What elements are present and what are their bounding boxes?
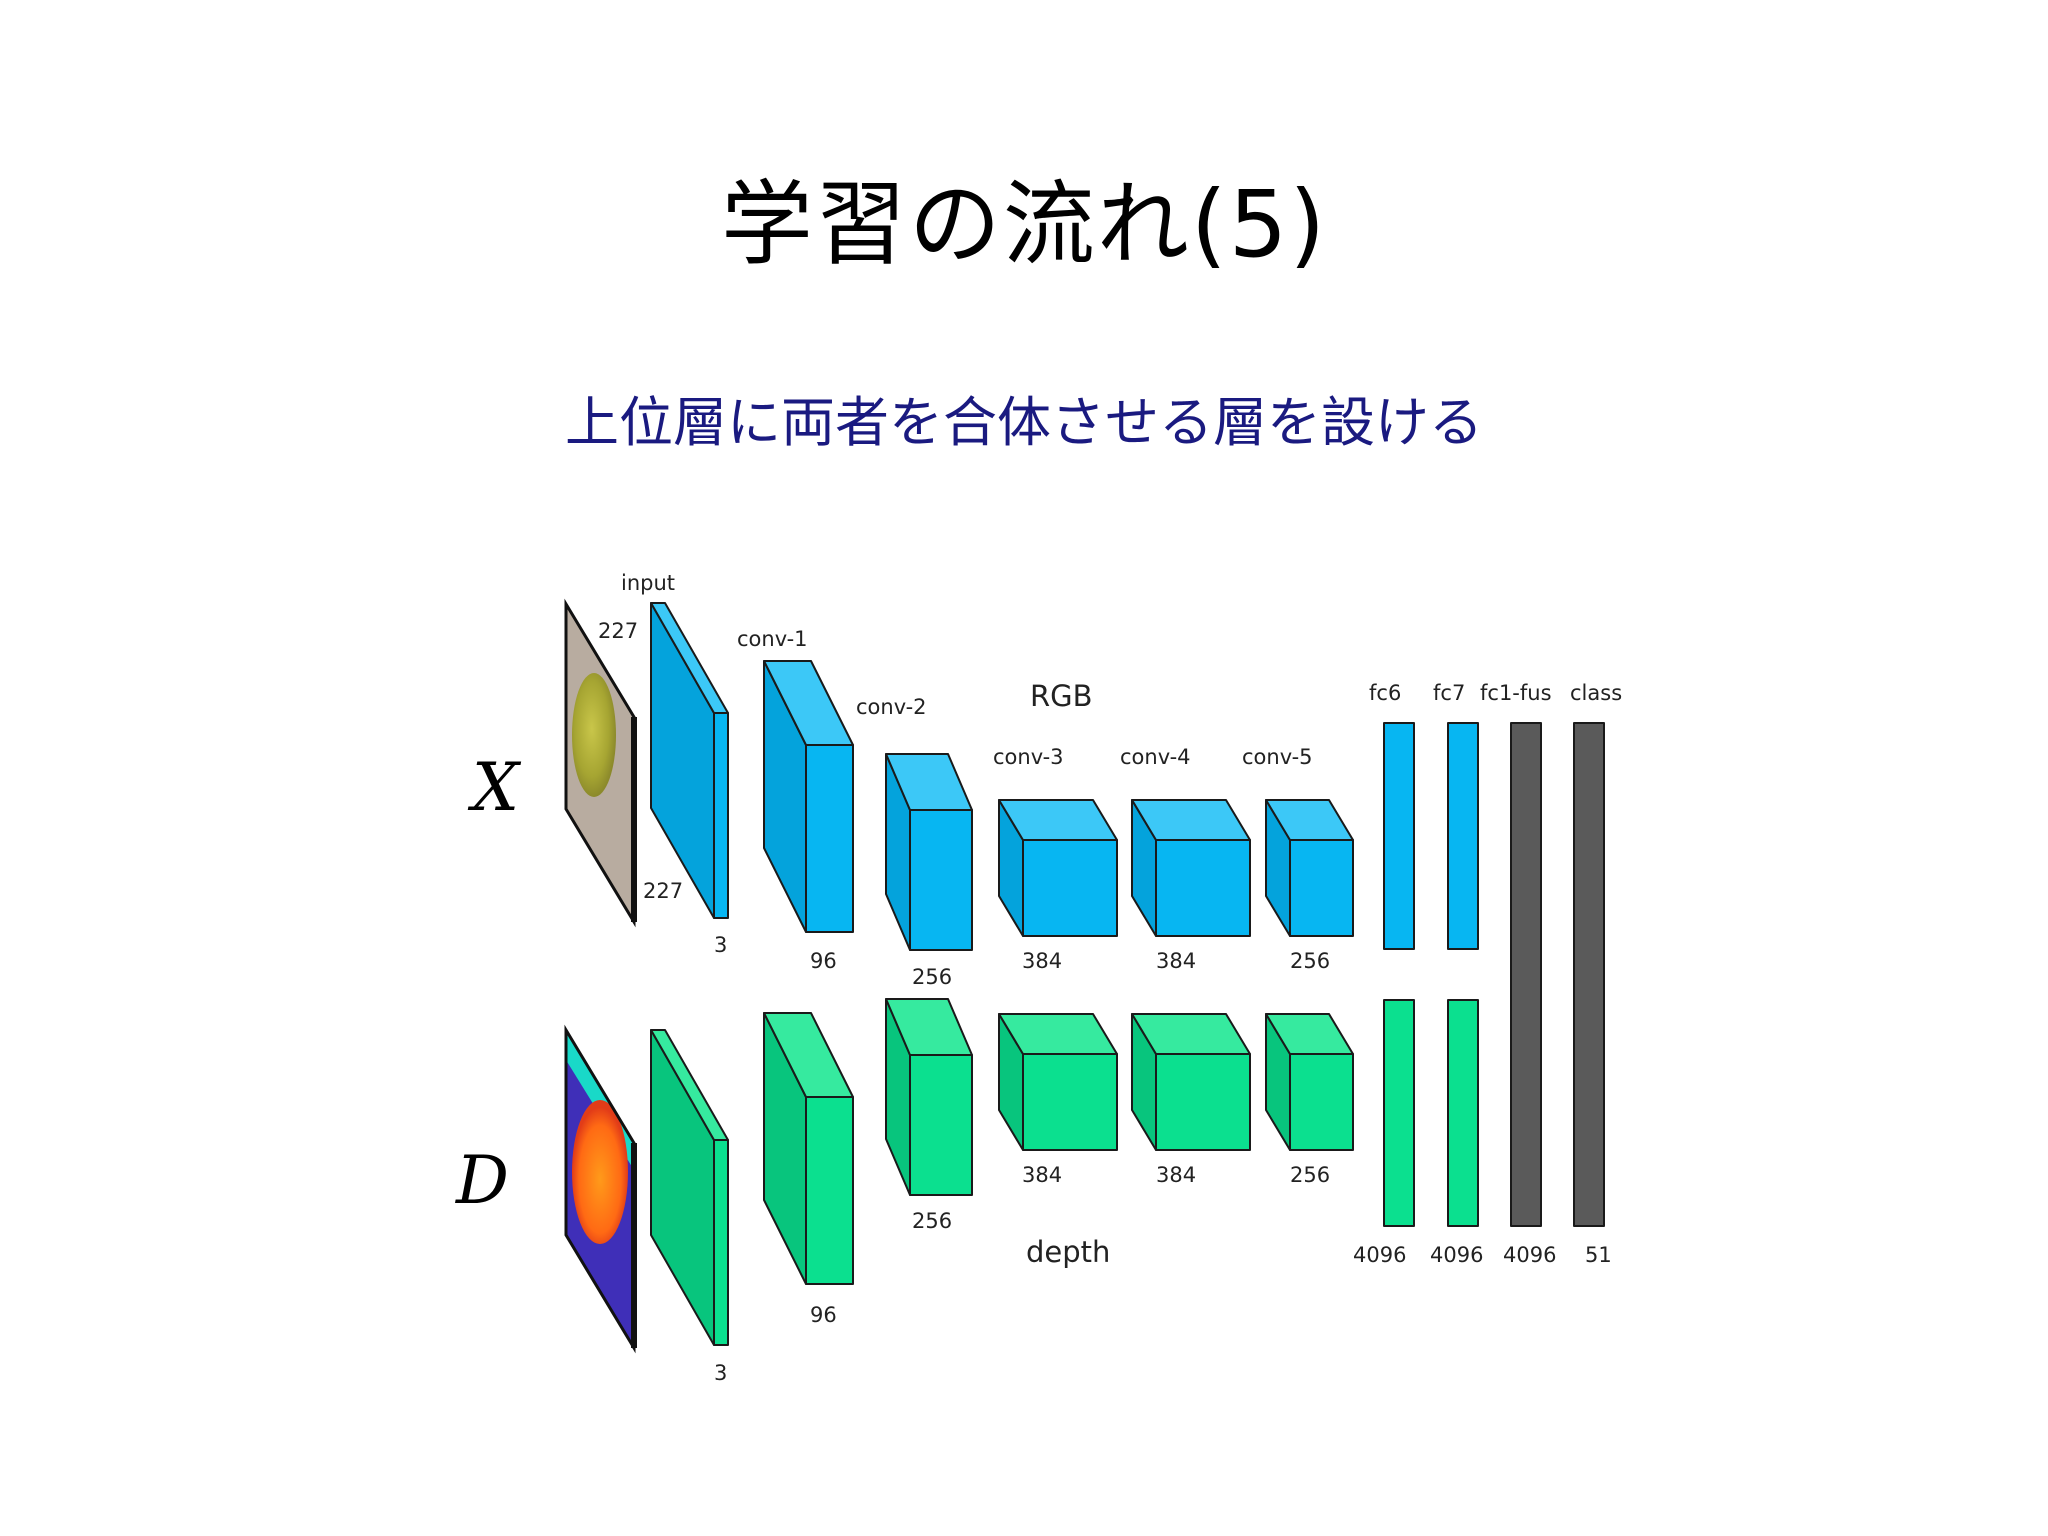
fusion-bar-fc1fus — [1510, 722, 1542, 1227]
layer-label-conv5: conv-5 — [1242, 745, 1313, 769]
rgb-stream-layers — [650, 602, 1479, 951]
rgb-depth-label-conv4: 384 — [1156, 949, 1196, 973]
depth-block-conv1 — [763, 1012, 854, 1285]
depth-bar-fc7 — [1447, 999, 1479, 1227]
rgb-block-conv5-front-face — [1289, 839, 1354, 937]
depth-block-conv2-front-face — [909, 1054, 973, 1196]
depth-block-input — [650, 1029, 729, 1346]
rgb-block-conv4-front-face — [1155, 839, 1251, 937]
depth-depth-label-conv2: 256 — [912, 1209, 952, 1233]
fusion-layers — [1510, 722, 1605, 1227]
depth-depth-label-input: 3 — [714, 1361, 727, 1385]
input-dim-width: 227 — [643, 879, 683, 903]
slide-title: 学習の流れ(5) — [720, 171, 1328, 278]
rgb-bar-fc6 — [1383, 722, 1415, 950]
rgb-depth-label-input: 3 — [714, 933, 727, 957]
depth-block-conv5-front-face — [1289, 1053, 1354, 1151]
depth-input-symbol: D — [455, 1142, 509, 1219]
size-label-class: 51 — [1585, 1243, 1612, 1267]
size-label-fc7: 4096 — [1430, 1243, 1483, 1267]
input-dim-height: 227 — [598, 619, 638, 643]
rgb-block-conv2 — [885, 753, 973, 951]
depth-block-conv3-front-face — [1022, 1053, 1118, 1151]
rgb-block-conv2-front-face — [909, 809, 973, 951]
rgb-block-conv4 — [1131, 799, 1251, 937]
rgb-depth-label-conv1: 96 — [810, 949, 837, 973]
fusion-bar-class — [1573, 722, 1605, 1227]
size-label-fc6: 4096 — [1353, 1243, 1406, 1267]
depth-stream-layers — [650, 998, 1479, 1346]
layer-label-fc6: fc6 — [1369, 681, 1401, 705]
layer-label-fc7: fc7 — [1433, 681, 1465, 705]
depth-stream-label: depth — [1026, 1235, 1110, 1269]
rgb-block-input-front-face — [713, 712, 729, 919]
layer-label-conv2: conv-2 — [856, 695, 927, 719]
depth-block-conv1-front-face — [805, 1096, 854, 1285]
depth-depth-label-conv4: 384 — [1156, 1163, 1196, 1187]
depth-depth-label-conv5: 256 — [1290, 1163, 1330, 1187]
slide-subtitle: 上位層に両者を合体させる層を設ける — [565, 391, 1483, 454]
depth-depth-label-conv3: 384 — [1022, 1163, 1062, 1187]
depth-bar-fc6 — [1383, 999, 1415, 1227]
depth-block-conv2 — [885, 998, 973, 1196]
layer-label-conv4: conv-4 — [1120, 745, 1191, 769]
depth-block-conv4 — [1131, 1013, 1251, 1151]
layer-label-fc1fus: fc1-fus — [1480, 681, 1552, 705]
rgb-block-input — [650, 602, 729, 919]
depth-block-input-front-face — [713, 1139, 729, 1346]
rgb-bar-fc7 — [1447, 722, 1479, 950]
rgb-depth-label-conv3: 384 — [1022, 949, 1062, 973]
rgb-input-image — [564, 598, 637, 928]
layer-label-conv1: conv-1 — [737, 627, 808, 651]
layer-label-conv3: conv-3 — [993, 745, 1064, 769]
depth-block-conv4-front-face — [1155, 1053, 1251, 1151]
depth-depth-label-conv1: 96 — [810, 1303, 837, 1327]
rgb-depth-label-conv5: 256 — [1290, 949, 1330, 973]
layer-label-input: input — [621, 571, 675, 595]
size-label-fc1fus: 4096 — [1503, 1243, 1556, 1267]
rgb-block-conv1 — [763, 660, 854, 933]
depth-block-conv5 — [1265, 1013, 1354, 1151]
layer-label-class: class — [1570, 681, 1622, 705]
rgb-block-conv5 — [1265, 799, 1354, 937]
rgb-depth-label-conv2: 256 — [912, 965, 952, 989]
depth-block-conv3 — [998, 1013, 1118, 1151]
rgb-stream-label: RGB — [1030, 679, 1093, 713]
rgb-block-conv3 — [998, 799, 1118, 937]
depth-input-image — [564, 1024, 637, 1354]
rgb-block-conv3-front-face — [1022, 839, 1118, 937]
rgb-block-conv1-front-face — [805, 744, 854, 933]
rgb-input-symbol: X — [467, 749, 522, 826]
